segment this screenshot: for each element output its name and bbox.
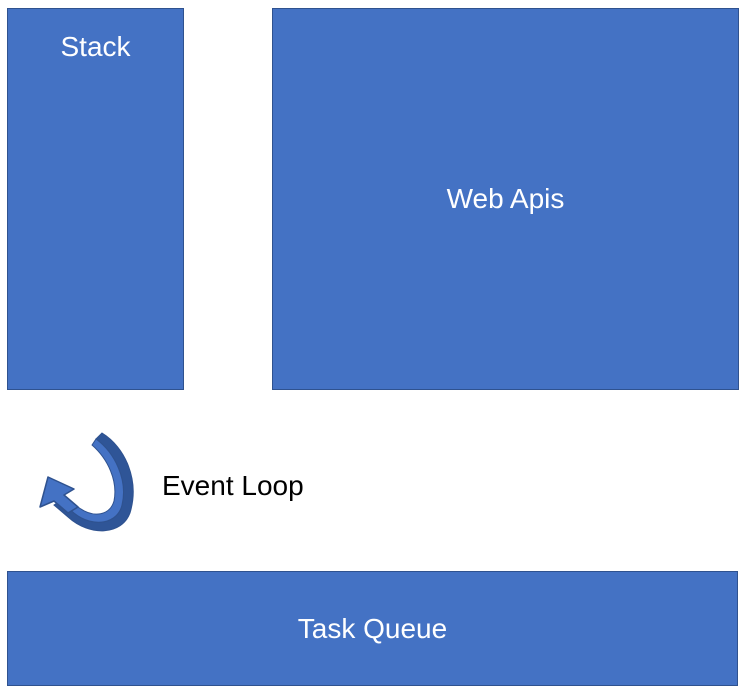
- stack-box: Stack: [7, 8, 184, 390]
- stack-label: Stack: [60, 31, 131, 62]
- task-queue-label: Task Queue: [297, 612, 448, 644]
- curved-arrow-icon: [39, 432, 134, 532]
- web-apis-label: Web Apis: [446, 183, 565, 214]
- event-loop-label: Event Loop: [162, 470, 304, 501]
- task-queue-box: Task Queue: [7, 571, 738, 686]
- web-apis-box: Web Apis: [272, 8, 739, 390]
